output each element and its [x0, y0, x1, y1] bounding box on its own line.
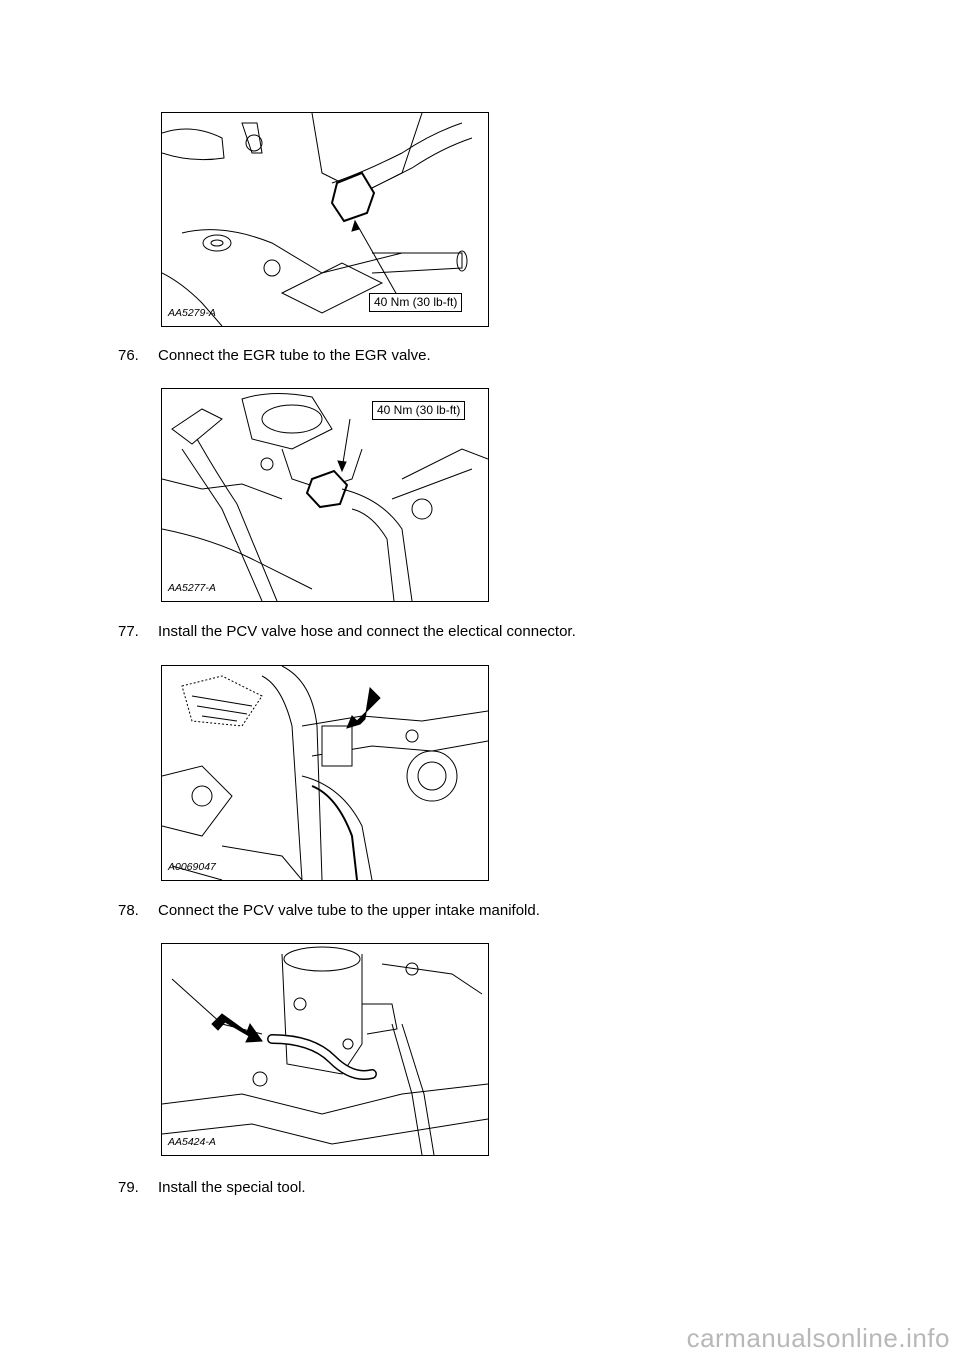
step-text: Install the special tool. [158, 1179, 306, 1196]
figure-id: A0069047 [168, 861, 216, 873]
figure-pcv-valve-hose: A0069047 [161, 665, 489, 881]
illustration-egr-tube-fitting [162, 113, 473, 326]
step-text: Install the PCV valve hose and connect t… [158, 623, 576, 640]
step-78: 78. Connect the PCV valve tube to the upp… [118, 902, 540, 920]
figure-id: AA5424-A [168, 1136, 216, 1148]
figure-pcv-valve-tube: AA5424-A [161, 943, 489, 1156]
step-76: 76. Connect the EGR tube to the EGR valve… [118, 347, 431, 365]
figure-egr-tube-fitting: 40 Nm (30 lb-ft) AA5279-A [161, 112, 489, 327]
step-text: Connect the EGR tube to the EGR valve. [158, 347, 431, 364]
step-number: 78. [118, 902, 139, 919]
figure-id: AA5279-A [168, 307, 216, 319]
step-number: 76. [118, 347, 139, 364]
figure-egr-valve: 40 Nm (30 lb-ft) AA5277-A [161, 388, 489, 602]
illustration-pcv-valve-tube [162, 946, 488, 1155]
illustration-egr-valve [162, 392, 488, 601]
step-77: 77. Install the PCV valve hose and connec… [118, 623, 576, 641]
torque-callout: 40 Nm (30 lb-ft) [372, 401, 466, 420]
illustration-pcv-valve-hose [162, 666, 488, 880]
step-79: 79. Install the special tool. [118, 1179, 306, 1197]
watermark: carmanualsonline.info [686, 1323, 950, 1353]
torque-callout: 40 Nm (30 lb-ft) [369, 293, 463, 312]
step-number: 77. [118, 623, 139, 640]
step-number: 79. [118, 1179, 139, 1196]
figure-id: AA5277-A [168, 582, 216, 594]
step-text: Connect the PCV valve tube to the upper … [158, 902, 540, 919]
